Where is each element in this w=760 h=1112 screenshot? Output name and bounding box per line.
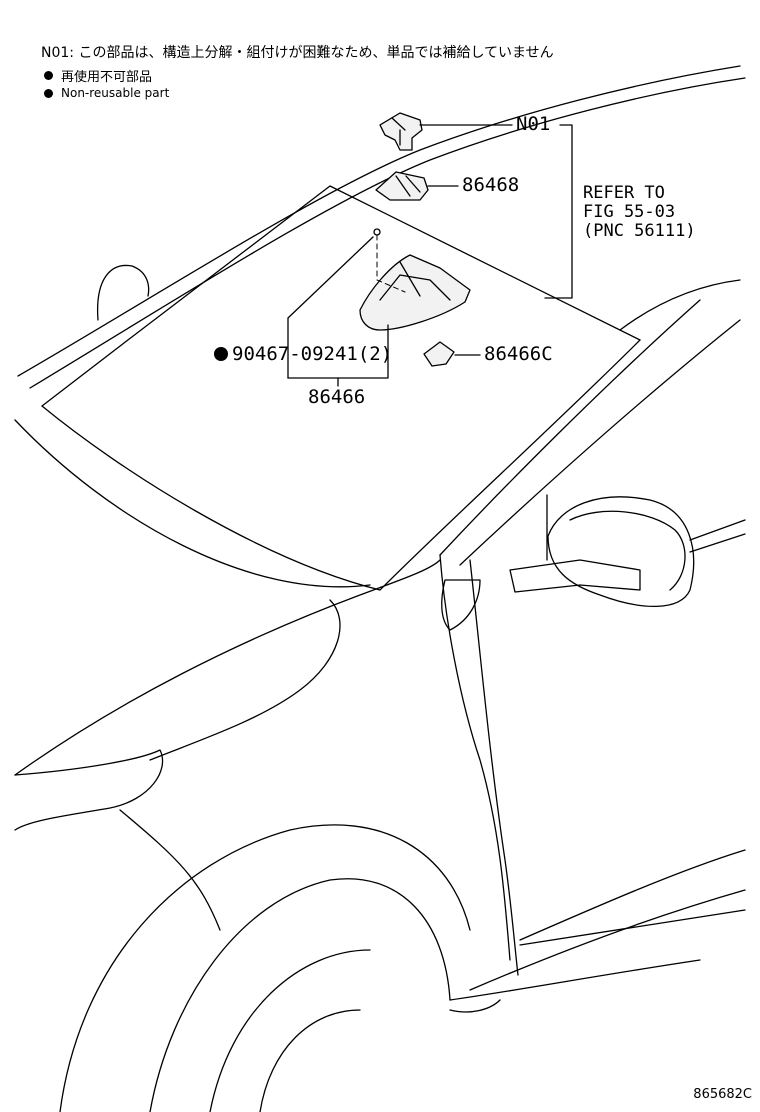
body-line-1 [119,809,221,931]
label-86466: 86466 [308,386,366,408]
body-line-2 [469,889,746,991]
a-pillar-line-3 [459,319,741,566]
legend-jp-text: 再使用不可部品 [61,70,153,85]
a-pillar-line-2 [439,299,701,556]
figure-reference-code: 865682C [693,1087,752,1102]
note-n01: N01: この部品は、構造上分解・組付けが困難なため、単品では補給していません [41,45,554,61]
hood-front-edge [14,749,164,831]
leader-90467 [287,236,374,379]
wheel-arc-1 [209,949,371,1112]
roof-edge-line [17,65,741,377]
non-reusable-dot-icon [44,71,53,80]
roof-edge-line-inner [29,77,746,389]
label-90467: 90467-09241(2) [232,343,393,365]
side-mirror-arm [509,559,641,593]
roof-rail [619,279,741,331]
p90467-dash-2 [376,279,406,293]
non-reusable-dot-icon [214,347,228,361]
label-86466c: 86466C [484,343,553,365]
refer-line-1: REFER TO [583,183,665,203]
legend-jp-row: 再使用不可部品 [44,66,152,85]
windshield-lower-edge [41,405,381,591]
wheel-arc-2 [259,1009,361,1112]
refer-line-2: FIG 55-03 [583,202,676,222]
windshield-lower-edge-2 [14,419,371,588]
n01-clip-detail [391,117,406,146]
fender-line [439,554,511,961]
refer-note: REFER TO FIG 55-03 (PNC 56111) [583,184,696,241]
door-line [689,519,746,541]
body-line-3 [519,849,746,941]
p86466-detail [379,261,451,301]
label-86468: 86468 [462,174,520,196]
fender-line-2 [469,559,519,976]
p86466c-part [423,341,455,367]
door-line-2 [689,533,746,553]
windshield-outline [41,185,641,407]
n01-clip-part [379,112,423,151]
body-line-5 [519,909,746,946]
rocker-line [449,999,501,1013]
mirror-bump [96,264,150,321]
leader-86466-bracket [287,324,389,379]
p90467-screw [373,228,381,236]
non-reusable-dot-icon [44,88,53,98]
refer-line-3: (PNC 56111) [583,221,696,241]
wheel-arch-inner [149,878,451,1112]
a-pillar-line [379,339,641,591]
hood-line [14,559,441,776]
body-line-4 [449,959,701,1001]
hood-crease [149,599,341,761]
side-mirror-housing [547,496,695,608]
p86468-detail [395,175,421,197]
legend-en-row: Non-reusable part [44,86,169,100]
side-mirror-inner [569,510,686,591]
p86466-part [359,254,471,331]
label-90467-row: 90467-09241(2) [214,343,392,365]
leader-refer-bracket [544,124,573,299]
legend-en-text: Non-reusable part [61,86,170,100]
label-n01: N01 [516,113,551,135]
p86468-part [375,171,429,201]
wheel-arch-outer [59,824,471,1112]
fender-vent [441,579,481,631]
